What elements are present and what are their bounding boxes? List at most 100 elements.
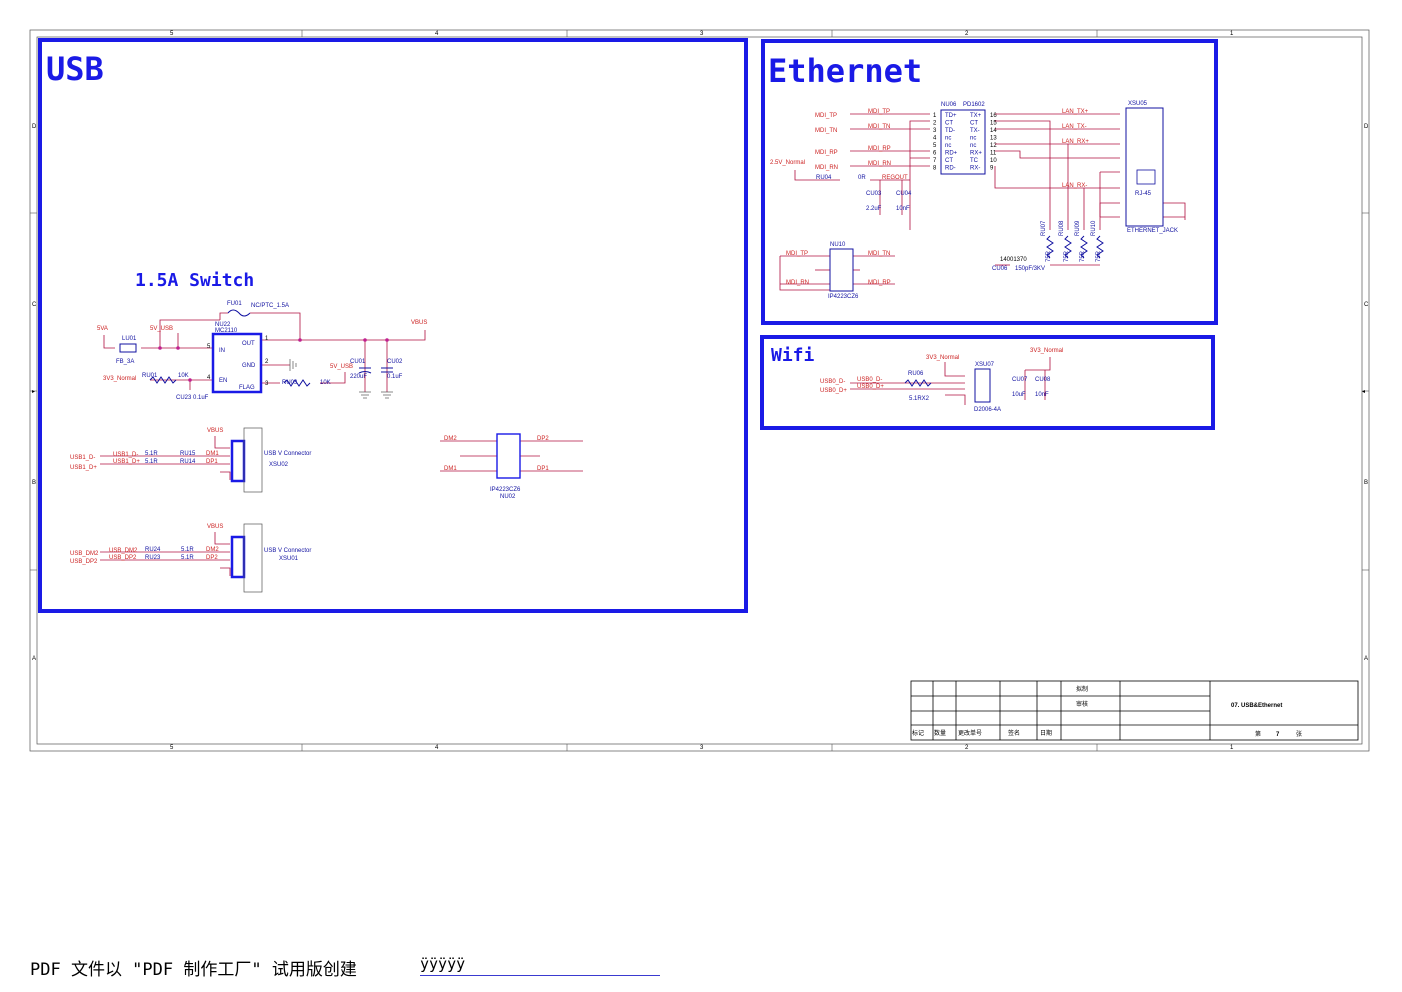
termination-resistors (1046, 235, 1104, 259)
net-dp1-nu02: DP1 (537, 466, 549, 472)
nu02-part: IP4223CZ6 (490, 487, 521, 493)
ru04-label: RU04 (816, 175, 832, 181)
transformer-pin-right: RX- (970, 166, 980, 172)
ru01-value: 10K (178, 373, 189, 379)
cap-cu02 (381, 367, 393, 373)
ru24-label: RU24 (145, 547, 161, 553)
r-value: 5.1R (181, 547, 194, 553)
sheet-prefix: 第 (1255, 730, 1261, 738)
rj45-port-icon (1136, 169, 1156, 185)
tb-col: 数量 (934, 729, 946, 737)
ethernet-section-title: Ethernet (768, 52, 922, 90)
net-usb0-dp: USB0_D+ (820, 388, 847, 394)
ru03-label: RU03 (282, 380, 298, 386)
pdf-watermark-text: PDF 文件以 "PDF 制作工厂" 试用版创建 (30, 960, 357, 980)
ru03-value: 10K (320, 380, 331, 386)
nu10-part: IP4223CZ6 (828, 294, 859, 300)
cu01-value: 220uF (350, 374, 367, 380)
transformer-pin-num: 11 (990, 151, 997, 157)
nu22-label: NU22 (215, 322, 231, 328)
transformer-pin-left: RD+ (945, 151, 958, 157)
net-regout: REGOUT (882, 175, 908, 181)
wifi-section-box (760, 335, 1215, 430)
net-mdi-rp: MDI_RP (815, 150, 838, 156)
cu06-part: 14001370 (1000, 257, 1027, 263)
cu03-value: 2.2uF (866, 206, 882, 212)
net-usb1-dm: USB1_D- (70, 455, 95, 461)
transformer-pin-right: nc (970, 143, 976, 149)
net-mdi-tn: MDI_TN (815, 128, 837, 134)
lu01-label: LU01 (122, 336, 137, 342)
net-lan-txp: LAN_TX+ (1062, 109, 1089, 115)
col-label: 3 (700, 31, 704, 37)
net-mdi-rp-b: MDI_RP (868, 146, 891, 152)
fuse-symbol (227, 309, 251, 317)
nu02-wires (440, 440, 583, 472)
transformer-pin-num: 12 (990, 143, 997, 149)
transformer-pin-left: TD- (945, 128, 955, 134)
net-lan-rxn: LAN_RX- (1062, 183, 1087, 189)
cu04-value: 10nF (896, 206, 910, 212)
net-usb-dp2-b: USB_DP2 (109, 555, 137, 561)
row-arrow: ▸ (32, 389, 35, 395)
switch-junctions (158, 338, 389, 382)
net-nu10-tp: MDI_TP (786, 251, 808, 257)
col-label: 1 (1230, 31, 1234, 37)
col-label: 3 (700, 745, 704, 751)
tb-col: 更改单号 (958, 729, 982, 737)
transformer-pin-num: 16 (990, 113, 997, 119)
ethernet-wires (794, 113, 1186, 266)
row-label: D (1364, 124, 1369, 130)
nu10-label: NU10 (830, 242, 846, 248)
pdf-watermark-link[interactable]: ÿÿÿÿÿ (420, 955, 660, 976)
cu03-label: CU03 (866, 191, 882, 197)
col-label: 5 (170, 745, 174, 751)
cap-cu01 (358, 367, 372, 374)
pin-in: IN (219, 348, 225, 354)
ru06-value: 5.1RX2 (909, 396, 930, 402)
transformer-pin-right: TC (970, 158, 979, 164)
transformer-pin-num: 6 (933, 151, 937, 157)
title-block-review: 审核 (1076, 700, 1088, 708)
net-3v3: 3V3_Normal (103, 376, 136, 382)
transformer-pin-num: 13 (990, 136, 997, 142)
net-nu10-tn: MDI_TN (868, 251, 890, 257)
net-wifi-3v3-b: 3V3_Normal (1030, 348, 1063, 354)
col-label: 4 (435, 745, 439, 751)
row-label: C (1364, 302, 1369, 308)
transformer-pin-num: 9 (990, 166, 994, 172)
cu06-value: 150pF/3KV (1015, 266, 1045, 272)
row-arrow: ◂ (1362, 389, 1365, 395)
net-vbus-3: VBUS (207, 524, 223, 530)
lu01-value: FB_3A (116, 359, 134, 365)
pin-num: 3 (265, 381, 269, 387)
nu10-wires (779, 255, 895, 291)
net-mdi-tp-b: MDI_TP (868, 109, 890, 115)
net-vbus-2: VBUS (207, 428, 223, 434)
rj45-label: RJ-45 (1135, 191, 1152, 197)
transformer-pin-num: 14 (990, 128, 997, 134)
nu06-transformer (940, 109, 986, 175)
sheet-suffix: 张 (1296, 730, 1302, 738)
ground-symbols (289, 359, 393, 399)
usb-connector-2-wires (100, 532, 231, 576)
net-dm2-nu02: DM2 (444, 436, 457, 442)
transformer-pin-right: RX+ (970, 151, 982, 157)
net-5v-usb-2: 5V_USB (330, 364, 353, 370)
jack-label: ETHERNET_JACK (1127, 228, 1178, 234)
col-label: 4 (435, 31, 439, 37)
r75-value: 75R (1046, 250, 1052, 262)
transformer-pin-right: CT (970, 121, 978, 127)
xsu05-label: XSU05 (1128, 101, 1148, 107)
net-usb1-dp: USB1_D+ (70, 465, 97, 471)
net-dm2: DM2 (206, 547, 219, 553)
ru23-label: RU23 (145, 555, 161, 561)
col-label: 1 (1230, 745, 1234, 751)
xsu01-outline (243, 523, 263, 593)
net-5va: 5VA (97, 326, 108, 332)
net-mdi-tn-b: MDI_TN (868, 124, 890, 130)
frame-row-labels: D C B A D C B A ▸ ◂ (32, 124, 1369, 662)
transformer-pin-left: TD+ (945, 113, 957, 119)
cu23-label: CU23 0.1uF (176, 395, 209, 401)
cu04-label: CU04 (896, 191, 912, 197)
